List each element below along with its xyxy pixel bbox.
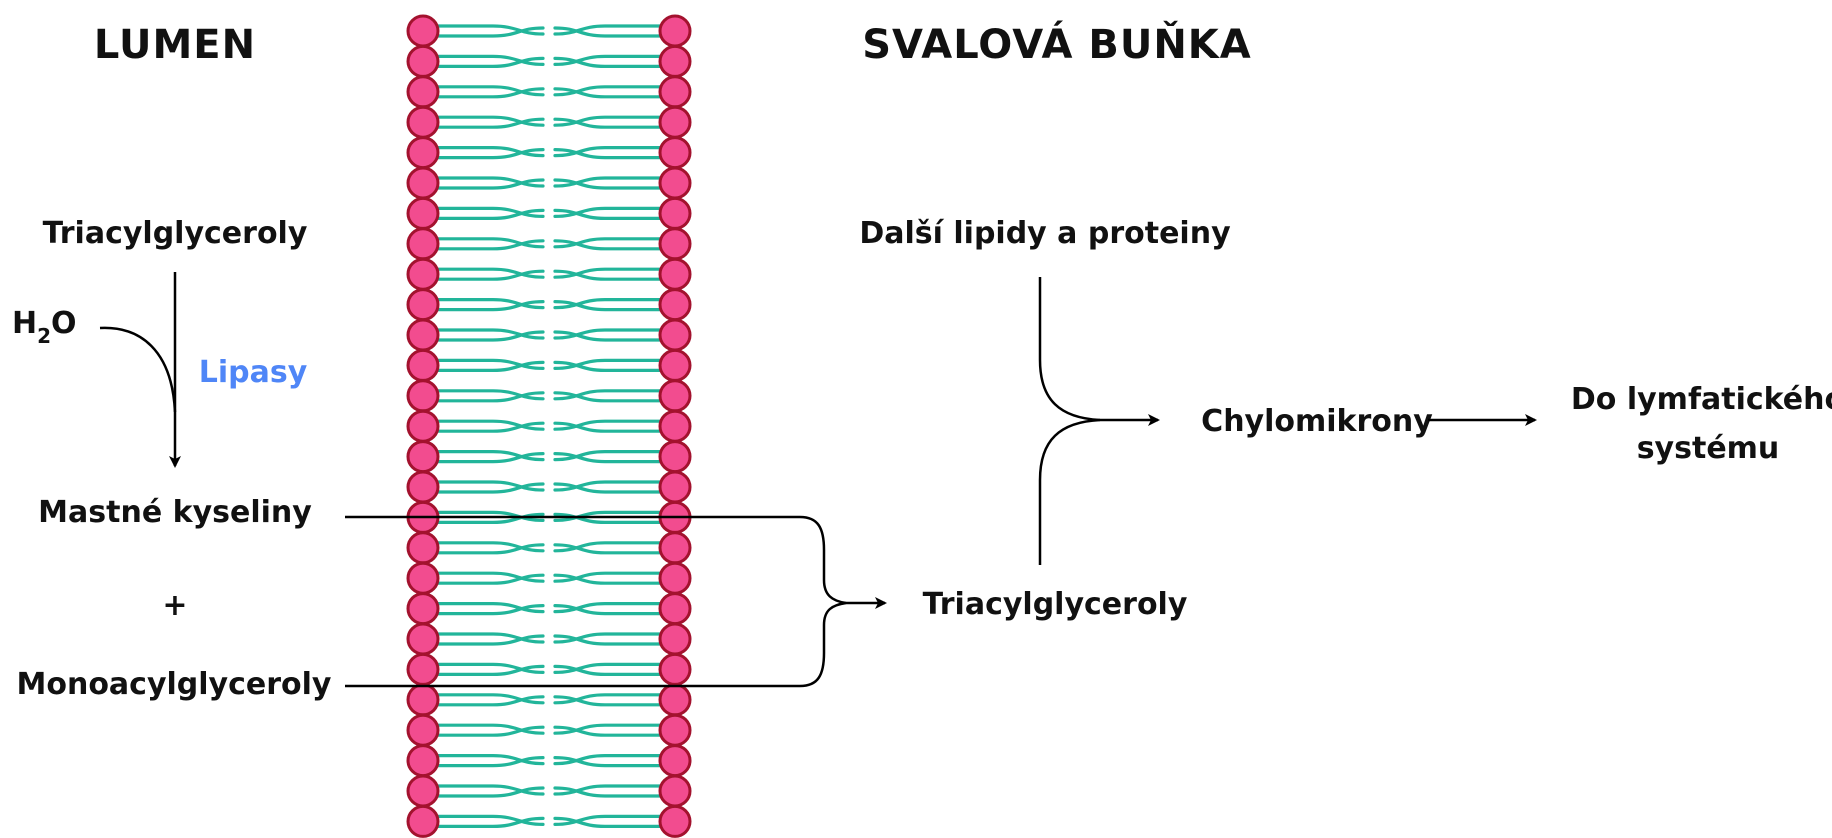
tag-merge-curve [1040,420,1100,565]
phospholipid-head [660,16,690,46]
phospholipid-bilayer [408,16,690,836]
phospholipid-head [408,624,438,654]
phospholipid-head [660,806,690,836]
phospholipid-head [408,746,438,776]
phospholipid-head [408,533,438,563]
fatty-acids-label: Mastné kyseliny [38,495,312,530]
phospholipid-head [660,654,690,684]
phospholipid-head [660,715,690,745]
phospholipid-head [408,442,438,472]
phospholipid-head [660,442,690,472]
destination-line1: Do lymfatického [1571,382,1832,417]
phospholipid-head [660,198,690,228]
lipase-enzyme-label: Lipasy [199,355,308,390]
phospholipid-head [408,290,438,320]
phospholipid-heads [408,16,690,836]
lipid-tails [436,26,662,826]
monoacylglycerols-label: Monoacylglyceroly [17,667,332,702]
phospholipid-head [408,411,438,441]
phospholipid-head [408,654,438,684]
plus-sign: + [162,588,187,623]
phospholipid-head [408,685,438,715]
other-lipids-proteins-label: Další lipidy a proteiny [859,216,1231,251]
phospholipid-head [408,472,438,502]
phospholipid-head [408,46,438,76]
phospholipid-head [660,46,690,76]
phospholipid-head [660,533,690,563]
phospholipid-head [660,107,690,137]
muscle-cell-heading: SVALOVÁ BUŇKA [862,20,1252,68]
phospholipid-head [660,381,690,411]
phospholipid-head [660,472,690,502]
phospholipid-head [660,138,690,168]
phospholipid-head [660,320,690,350]
phospholipid-head [408,198,438,228]
phospholipid-head [660,290,690,320]
phospholipid-head [660,229,690,259]
phospholipid-head [408,350,438,380]
phospholipid-head [408,594,438,624]
phospholipid-head [408,138,438,168]
phospholipid-head [660,563,690,593]
lipids-merge-curve [1040,277,1100,420]
phospholipid-head [408,563,438,593]
lumen-triacylglycerols-label: Triacylglyceroly [43,216,308,251]
lumen-heading: LUMEN [94,22,256,68]
phospholipid-head [408,381,438,411]
phospholipid-head [660,685,690,715]
phospholipid-head [408,715,438,745]
phospholipid-head [660,259,690,289]
phospholipid-head [408,259,438,289]
phospholipid-head [408,229,438,259]
water-label: H2O [12,306,77,348]
phospholipid-head [660,350,690,380]
phospholipid-head [660,594,690,624]
cell-triacylglycerols-label: Triacylglyceroly [923,587,1188,622]
phospholipid-head [408,16,438,46]
phospholipid-head [660,411,690,441]
phospholipid-head [408,776,438,806]
chylomicrons-label: Chylomikrony [1201,404,1433,439]
phospholipid-head [660,776,690,806]
phospholipid-head [660,624,690,654]
phospholipid-head [408,806,438,836]
phospholipid-head [408,320,438,350]
phospholipid-head [408,77,438,107]
phospholipid-head [660,168,690,198]
phospholipid-head [408,168,438,198]
phospholipid-head [660,746,690,776]
phospholipid-head [408,107,438,137]
destination-line2: systému [1637,431,1780,466]
phospholipid-head [660,77,690,107]
water-input-curve [100,328,175,412]
